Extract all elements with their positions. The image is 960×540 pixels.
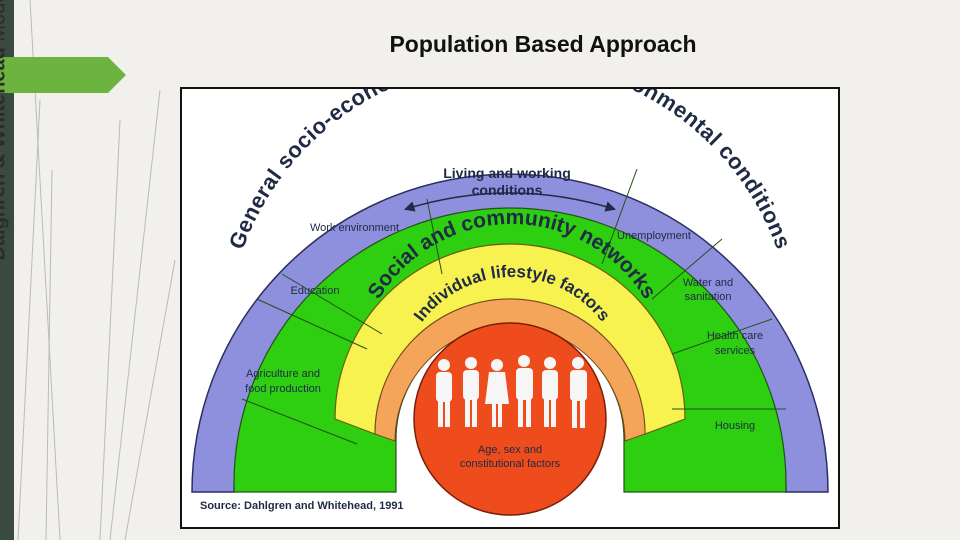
agriculture-box: Agriculture and food production: [245, 368, 321, 395]
source-caption: Source: Dahlgren and Whitehead, 1991: [200, 500, 404, 512]
sector-education: Education: [290, 285, 340, 297]
side-title-normal: Model: [0, 0, 10, 42]
side-title-bold: Dalghren & Whitehead: [0, 47, 10, 261]
unemployment-box: Unemployment: [617, 230, 691, 242]
sector-work-environment: Work environment: [309, 222, 400, 234]
work-environment-box: Work environment: [309, 222, 400, 234]
sector-health-care: Health care services: [706, 330, 764, 357]
housing-box: Housing: [714, 420, 756, 432]
water-box: Water and sanitation: [682, 277, 734, 303]
people-silhouettes: [436, 355, 587, 428]
rainbow-model-diagram: General socio-economic, cultural and env…: [191, 89, 829, 516]
core-label: Age, sex and constitutional factors: [459, 444, 561, 470]
lifestyle-band: [374, 298, 646, 442]
diagram-frame: General socio-economic, cultural and env…: [180, 87, 840, 529]
green-tab-shape: [0, 57, 126, 93]
side-title: Dalghren & Whitehead Model: [0, 0, 10, 261]
sector-unemployment: Unemployment: [617, 230, 691, 242]
sector-agriculture: Agriculture and food production: [245, 368, 321, 395]
core-circle: [413, 322, 607, 516]
living-working-label: Living and working conditions: [443, 165, 571, 198]
sector-water-sanitation: Water and sanitation: [682, 277, 734, 303]
health-box: Health care services: [706, 330, 764, 357]
sector-housing: Housing: [714, 420, 756, 432]
living-working-arrow: [403, 192, 617, 212]
left-accent-bar: [0, 0, 14, 540]
core-label-box: Age, sex and constitutional factors: [459, 444, 561, 470]
education-box: Education: [290, 285, 340, 297]
slide-title: Population Based Approach: [389, 31, 697, 57]
decorative-lines: [17, 0, 176, 540]
